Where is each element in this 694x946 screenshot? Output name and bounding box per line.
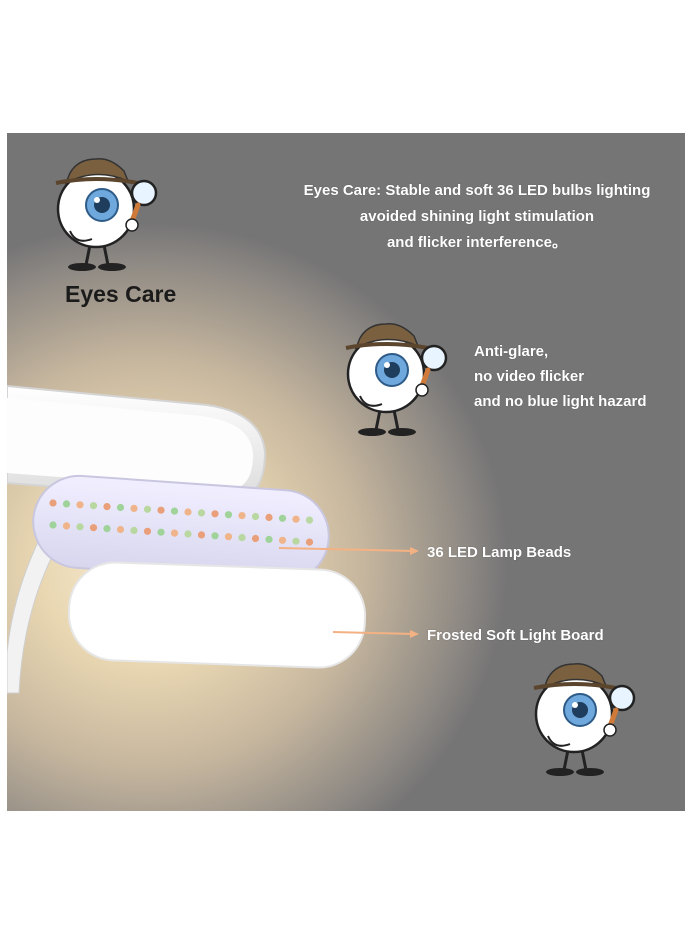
eyes-care-line-2: avoided shining light stimulation xyxy=(359,208,595,225)
eyes-care-heading: Eyes Care xyxy=(65,281,177,307)
magnifier-icon xyxy=(415,344,448,397)
led-bead xyxy=(211,532,219,540)
led-bead xyxy=(238,512,246,520)
led-bead xyxy=(62,500,71,508)
led-bead xyxy=(292,515,300,523)
eyeball-detective-mascot-3 xyxy=(533,663,636,776)
led-bead xyxy=(184,530,192,538)
led-bead xyxy=(170,529,179,537)
frosted-light-board xyxy=(67,561,367,669)
eyes-care-line-1: Eyes Care: Stable and soft 36 LED bulbs … xyxy=(303,182,651,199)
led-bead xyxy=(157,528,165,536)
arrow-light-board xyxy=(332,630,419,638)
led-bead xyxy=(170,507,179,515)
anti-glare-description: Anti-glare, no video flicker and no blue… xyxy=(474,339,684,414)
led-bead xyxy=(265,535,273,543)
led-bead xyxy=(197,509,206,517)
led-bead xyxy=(76,501,84,509)
anti-glare-line-1: Anti-glare, xyxy=(474,343,549,360)
light-board-callout: Frosted Soft Light Board xyxy=(427,627,604,644)
led-bead xyxy=(49,521,57,529)
led-bead xyxy=(103,503,111,511)
led-bead xyxy=(89,502,98,510)
led-bead xyxy=(184,508,192,516)
led-bead xyxy=(251,512,260,521)
led-bead xyxy=(89,524,98,532)
anti-glare-line-2: no video flicker xyxy=(474,368,585,385)
led-bead xyxy=(305,538,314,546)
led-bead xyxy=(116,525,125,534)
led-bead xyxy=(157,506,165,514)
led-bead xyxy=(197,531,206,539)
led-beads-callout: 36 LED Lamp Beads xyxy=(427,544,572,561)
led-bead xyxy=(305,516,314,524)
eyeball-detective-mascot-2 xyxy=(345,323,448,436)
led-bead xyxy=(292,537,300,545)
led-bead xyxy=(76,523,84,531)
led-bead xyxy=(130,504,138,512)
magnifier-icon xyxy=(603,684,636,737)
led-bead xyxy=(116,503,125,512)
led-lamp xyxy=(7,384,419,694)
led-bead xyxy=(211,510,219,518)
led-bead xyxy=(143,505,152,513)
led-bead xyxy=(278,514,287,522)
eyes-care-line-3: and flicker interference。 xyxy=(386,234,568,251)
eyes-care-description: Eyes Care: Stable and soft 36 LED bulbs … xyxy=(277,178,677,256)
led-bead xyxy=(224,511,233,519)
led-bead xyxy=(62,522,71,530)
eyeball-detective-mascot-1 xyxy=(55,158,158,271)
led-bead xyxy=(143,527,152,535)
led-bead xyxy=(238,534,246,542)
anti-glare-line-3: and no blue light hazard xyxy=(474,393,647,410)
mascot-body xyxy=(55,158,139,271)
led-bead xyxy=(103,525,111,533)
led-bead xyxy=(49,499,57,507)
product-panel: Eyes Care Eyes Care: Stable and soft 36 … xyxy=(7,133,685,811)
magnifier-icon xyxy=(125,179,158,232)
arrow-led-beads xyxy=(278,547,419,555)
led-bead xyxy=(130,526,138,534)
led-bead xyxy=(278,536,287,544)
led-bead xyxy=(251,534,260,543)
led-beads xyxy=(49,499,314,546)
led-bead xyxy=(265,513,273,521)
led-bead xyxy=(224,533,233,541)
